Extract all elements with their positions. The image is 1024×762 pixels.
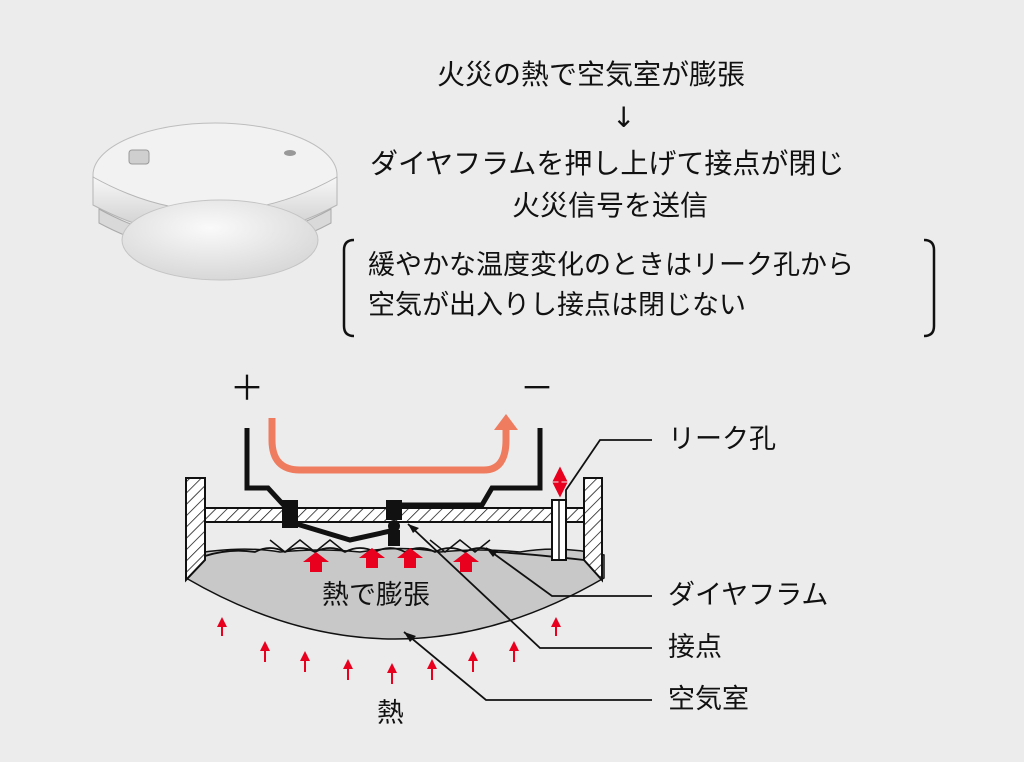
housing-right-wall <box>583 477 603 583</box>
plus-terminal-wire <box>244 428 292 514</box>
flow-down-arrow: ↓ <box>612 101 636 134</box>
flow-step-3: 火災信号を送信 <box>512 189 709 222</box>
minus-sign: － <box>520 369 554 409</box>
flow-step-2: ダイヤフラムを押し上げて接点が閉じ <box>370 147 845 180</box>
expansion-label: 熱で膨張 <box>322 580 430 611</box>
label-air-chamber: 空気室 <box>668 684 749 715</box>
contact-point <box>388 520 400 532</box>
heat-detector-device-image <box>92 122 338 281</box>
minus-terminal-wire <box>395 428 543 508</box>
flow-step-1: 火災の熱で空気室が膨張 <box>437 58 746 91</box>
current-flow-arrow <box>268 418 510 474</box>
heat-label: 熱 <box>377 698 404 729</box>
note-line-1: 緩やかな温度変化のときはリーク孔から <box>368 250 854 281</box>
label-leak-hole: リーク孔 <box>668 424 776 455</box>
note-line-2: 空気が出入りし接点は閉じない <box>368 290 746 321</box>
plus-sign: ＋ <box>230 369 264 409</box>
label-contact: 接点 <box>668 632 722 663</box>
heat-arrows <box>217 617 561 684</box>
housing-left-wall <box>185 477 206 583</box>
expansion-arrows <box>303 548 479 572</box>
note-brackets <box>342 238 936 338</box>
leader-lines <box>403 439 652 701</box>
label-diaphragm: ダイヤフラム <box>668 580 829 611</box>
